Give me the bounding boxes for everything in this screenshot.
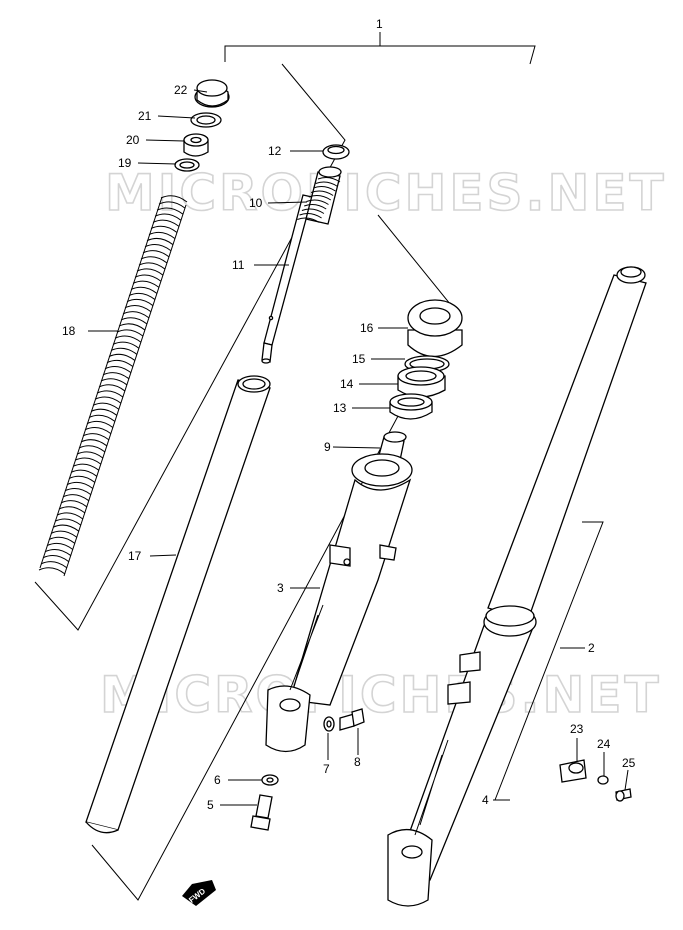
group-outline-middle — [91, 214, 456, 901]
leader-lines — [88, 89, 629, 806]
callout-labels: 1 22 21 20 19 18 17 12 10 11 16 15 14 13… — [62, 17, 636, 812]
part-11-damper-rod[interactable] — [261, 194, 313, 364]
label-8: 8 — [354, 755, 361, 769]
part-20-nut[interactable] — [183, 133, 209, 157]
label-25: 25 — [622, 756, 636, 770]
part-22-cap-bolt[interactable] — [194, 79, 230, 108]
part-7-gasket[interactable] — [323, 716, 335, 732]
label-17: 17 — [128, 549, 142, 563]
part-24-washer[interactable] — [597, 775, 609, 785]
label-2: 2 — [588, 641, 595, 655]
part-25-screw[interactable] — [615, 788, 632, 802]
part-12-seal[interactable] — [322, 144, 350, 160]
label-3: 3 — [277, 581, 284, 595]
part-10-rebound-spring[interactable] — [297, 166, 342, 225]
part-18-fork-spring[interactable] — [38, 195, 188, 577]
label-23: 23 — [570, 722, 584, 736]
watermark-top: MICROFICHES.NET — [105, 164, 667, 222]
part-19-washer[interactable] — [174, 158, 200, 172]
part-14-oil-seal[interactable] — [397, 366, 446, 398]
label-15: 15 — [352, 352, 366, 366]
part-16-dust-seal[interactable] — [407, 299, 463, 358]
label-4: 4 — [482, 793, 489, 807]
label-7: 7 — [323, 762, 330, 776]
label-12: 12 — [268, 144, 282, 158]
part-2-inner-tube-right[interactable] — [487, 266, 647, 621]
label-10: 10 — [249, 196, 263, 210]
part-23-brake-hose-clamp[interactable] — [559, 759, 587, 783]
forward-direction-badge: FWD — [182, 880, 216, 906]
label-13: 13 — [333, 401, 347, 415]
label-16: 16 — [360, 321, 374, 335]
assembly-bracket-1 — [224, 32, 536, 65]
part-21-o-ring[interactable] — [190, 112, 222, 128]
part-17-inner-tube[interactable] — [85, 375, 271, 834]
label-19: 19 — [118, 156, 132, 170]
watermark-bottom: MICROFICHES.NET — [100, 666, 662, 724]
label-5: 5 — [207, 798, 214, 812]
label-9: 9 — [324, 440, 331, 454]
label-1: 1 — [376, 17, 383, 31]
part-5-damper-rod-bolt[interactable] — [250, 794, 273, 831]
group-outline-left — [34, 63, 346, 631]
label-22: 22 — [174, 83, 188, 97]
label-11: 11 — [232, 258, 245, 272]
part-13-oil-seal-retainer[interactable] — [389, 393, 433, 420]
group-outline-right — [494, 521, 604, 801]
label-21: 21 — [138, 109, 152, 123]
label-14: 14 — [340, 377, 354, 391]
label-24: 24 — [597, 737, 611, 751]
part-3-outer-tube-left[interactable] — [265, 453, 413, 753]
part-8-bolt[interactable] — [339, 708, 365, 731]
part-4-outer-tube-right[interactable] — [387, 605, 537, 907]
label-18: 18 — [62, 324, 76, 338]
label-6: 6 — [214, 773, 221, 787]
part-6-gasket[interactable] — [261, 774, 279, 786]
label-20: 20 — [126, 133, 140, 147]
